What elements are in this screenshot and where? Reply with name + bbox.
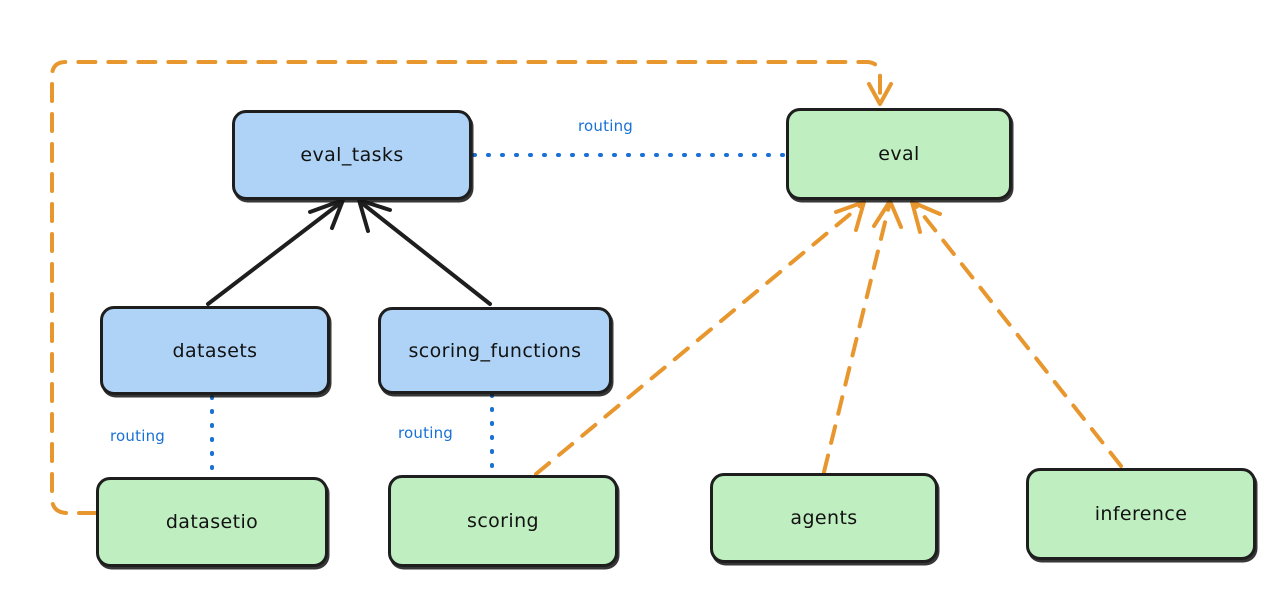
node-agents[interactable]: agents bbox=[710, 473, 938, 563]
node-eval[interactable]: eval bbox=[786, 108, 1012, 200]
edge-label-routing-scoring-functions: routing bbox=[398, 424, 453, 442]
edge-datasets-to-eval-tasks bbox=[206, 198, 345, 306]
node-agents-label: agents bbox=[790, 507, 858, 529]
node-datasetio[interactable]: datasetio bbox=[96, 477, 328, 567]
edge-label-routing-datasets: routing bbox=[110, 427, 165, 445]
edge-label-routing-eval-tasks-eval: routing bbox=[578, 117, 633, 135]
edge-inference-to-eval bbox=[910, 200, 1123, 468]
node-scoring-functions[interactable]: scoring_functions bbox=[378, 307, 612, 394]
node-inference[interactable]: inference bbox=[1026, 468, 1256, 560]
node-datasets-label: datasets bbox=[172, 339, 258, 362]
node-scoring-functions-label: scoring_functions bbox=[408, 339, 582, 362]
node-datasets[interactable]: datasets bbox=[100, 306, 330, 395]
node-eval-tasks[interactable]: eval_tasks bbox=[232, 110, 472, 200]
node-eval-label: eval bbox=[878, 143, 920, 165]
node-datasetio-label: datasetio bbox=[165, 511, 259, 533]
edge-agents-to-eval bbox=[822, 199, 903, 474]
node-scoring[interactable]: scoring bbox=[388, 475, 618, 567]
edge-scoring-functions-to-eval-tasks bbox=[357, 198, 492, 306]
node-scoring-label: scoring bbox=[467, 510, 539, 532]
node-inference-label: inference bbox=[1094, 503, 1188, 525]
node-eval-tasks-label: eval_tasks bbox=[300, 144, 404, 166]
